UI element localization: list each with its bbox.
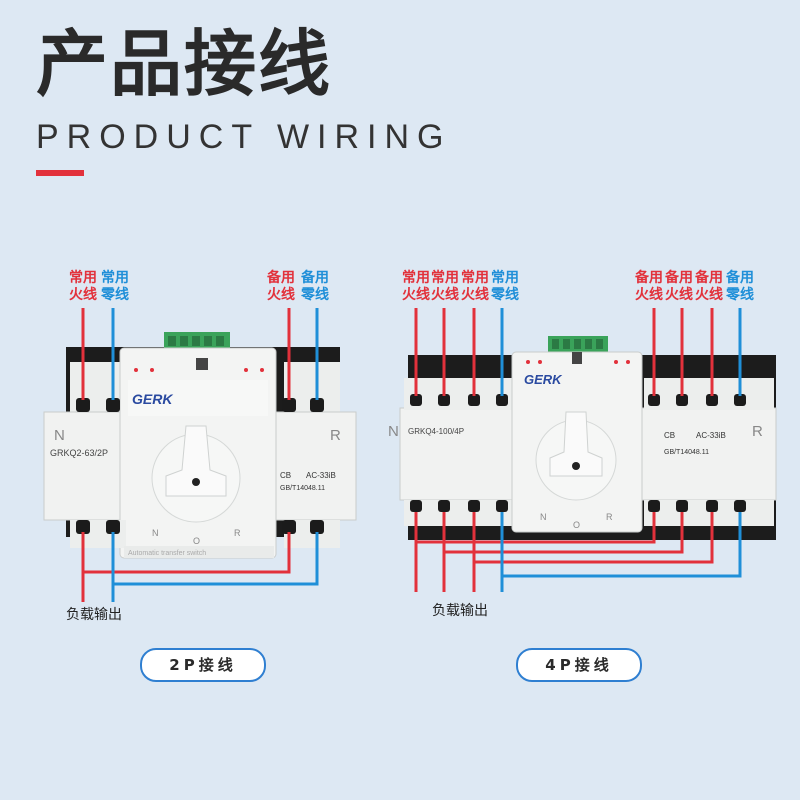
- wires-4p: [414, 308, 742, 592]
- device-4p: [399, 336, 777, 540]
- label-main-fire: 常用火线: [402, 270, 430, 303]
- label-main-fire: 常用火线: [69, 270, 97, 303]
- label-load-output-left: 负载输出: [66, 607, 122, 623]
- footer-left: Automatic transfer switch: [128, 550, 206, 557]
- label-main-fire: 常用火线: [461, 270, 489, 303]
- ac-class-right: AC-33iB: [696, 431, 726, 440]
- label-backup-fire: 备用火线: [695, 270, 723, 303]
- label-backup-fire: 备用火线: [635, 270, 663, 303]
- side-n-right: N: [388, 423, 399, 440]
- dial-o-left: O: [193, 536, 200, 546]
- page-title: 产品接线: [36, 22, 333, 106]
- model-left: GRKQ2-63/2P: [50, 448, 108, 458]
- label-backup-fire: 备用火线: [267, 270, 295, 303]
- label-main-fire: 常用火线: [431, 270, 459, 303]
- accent-bar: [36, 170, 84, 176]
- label-load-output-right: 负载输出: [432, 603, 488, 619]
- label-backup-fire: 备用火线: [665, 270, 693, 303]
- standard-left: GB/T14048.11: [280, 485, 325, 492]
- brand-logo-left: GERK: [132, 391, 173, 407]
- dial-r-left: R: [234, 528, 241, 538]
- device-2p: [43, 332, 357, 559]
- badge-4p-wiring: 4P接线: [516, 648, 642, 682]
- side-r-right: R: [752, 423, 763, 440]
- dial-o-right: O: [573, 520, 580, 530]
- dial-n-right: N: [540, 512, 547, 522]
- dial-handle-left: [165, 425, 227, 497]
- model-right: GRKQ4-100/4P: [408, 427, 464, 436]
- dial-handle-right: [549, 411, 603, 477]
- dial-n-left: N: [152, 528, 159, 538]
- page-subtitle: PRODUCT WIRING: [36, 118, 452, 156]
- cb-right: CB: [664, 431, 675, 440]
- standard-right: GB/T14048.11: [664, 449, 709, 456]
- wires-2p: [81, 308, 319, 602]
- ac-class-left: AC-33iB: [306, 471, 336, 480]
- cb-left: CB: [280, 471, 291, 480]
- label-backup-zero: 备用零线: [726, 270, 754, 303]
- label-main-zero: 常用零线: [101, 270, 129, 303]
- side-n-left: N: [54, 427, 65, 444]
- side-r-left: R: [330, 427, 341, 444]
- label-backup-zero: 备用零线: [301, 270, 329, 303]
- brand-logo-right: GERK: [524, 372, 563, 387]
- dial-r-right: R: [606, 512, 613, 522]
- badge-2p-wiring: 2P接线: [140, 648, 266, 682]
- label-main-zero: 常用零线: [491, 270, 519, 303]
